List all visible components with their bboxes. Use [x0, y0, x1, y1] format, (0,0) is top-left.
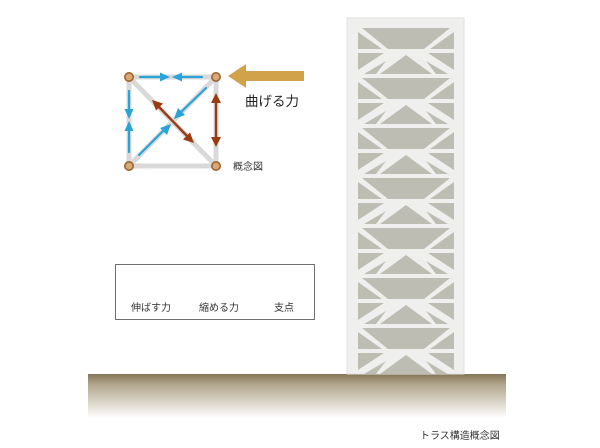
tower-panel	[430, 282, 454, 299]
legend-tension-label: 伸ばす力	[131, 303, 171, 314]
tower-panel	[362, 228, 450, 249]
tower-panel	[358, 53, 384, 70]
bending-force-arrow	[228, 64, 304, 88]
legend-support-label: 支点	[274, 303, 294, 314]
tower-panel	[380, 105, 432, 124]
tower-panel	[358, 253, 384, 270]
compression-arrow-left-head-bottom	[124, 121, 134, 131]
tower-panel	[364, 61, 386, 74]
tower-panel	[428, 153, 454, 170]
tower-panel	[426, 161, 448, 174]
tower-panel	[358, 232, 382, 249]
tension-arrow-diag-head-upper	[152, 100, 163, 111]
tower-panel	[428, 353, 454, 370]
legend-box	[115, 264, 315, 320]
tower-panel	[364, 311, 386, 324]
tower-truss-bands	[358, 28, 454, 374]
tower-panel	[430, 32, 454, 49]
support-point-bottom-right	[211, 161, 222, 172]
tower-panel	[430, 132, 454, 149]
tower-panel	[364, 261, 386, 274]
tower-panel	[358, 303, 384, 320]
tower-panel	[358, 282, 382, 299]
tower-panel	[358, 332, 382, 349]
legend-compression-label: 縮める力	[199, 303, 239, 314]
tower-panel	[430, 332, 454, 349]
concept-label-small: 概念図	[233, 162, 263, 173]
tower-panel	[358, 353, 384, 370]
diagram-caption: トラス構造概念図	[420, 431, 500, 442]
tower-panel	[426, 111, 448, 124]
tower-panel	[426, 361, 448, 374]
tower-panel	[380, 155, 432, 174]
tower-panel	[380, 305, 432, 324]
tower-panel	[358, 203, 384, 220]
tower-panel	[428, 253, 454, 270]
support-point-bottom-left	[124, 161, 135, 172]
tower-panel	[380, 255, 432, 274]
tower-panel	[362, 128, 450, 149]
tower-panel	[364, 161, 386, 174]
tower-panel	[364, 211, 386, 224]
compression-arrow-diag-shaft-upper	[178, 86, 208, 115]
tower-panel	[380, 205, 432, 224]
compression-arrow-diag-head-lower	[160, 124, 171, 135]
tension-arrow-right-head-bottom	[211, 137, 221, 147]
tower-panel	[362, 78, 450, 99]
tower-panel	[358, 32, 382, 49]
tower-panel	[358, 182, 382, 199]
compression-arrow-left-head-top	[124, 109, 134, 119]
tower-panel	[364, 361, 386, 374]
tower-panel	[364, 111, 386, 124]
tension-arrow-right-head-top	[211, 93, 221, 103]
compression-arrow-diag-shaft-lower	[137, 128, 166, 157]
tower-panel	[358, 103, 384, 120]
tower-panel	[362, 178, 450, 199]
tower-panel	[358, 132, 382, 149]
compression-arrow-diag-head-upper	[174, 108, 185, 119]
tower-panel	[428, 53, 454, 70]
ground	[88, 374, 506, 418]
support-point-top-right	[211, 72, 222, 83]
tower-panel	[430, 232, 454, 249]
tower-panel	[426, 61, 448, 74]
tower-panel	[380, 355, 432, 374]
tower-panel	[426, 311, 448, 324]
tower-panel	[362, 28, 450, 49]
tower-panel	[430, 182, 454, 199]
tower-panel	[428, 303, 454, 320]
tension-arrow-diag-head-lower	[183, 132, 194, 143]
tower-panel	[428, 103, 454, 120]
support-point-top-left	[124, 72, 135, 83]
tower-panel	[362, 328, 450, 349]
tower-panel	[426, 211, 448, 224]
tower-panel	[380, 55, 432, 74]
tower-panel	[362, 278, 450, 299]
bending-force-label: 曲げる力	[245, 94, 299, 110]
compression-arrow-top-head-right	[172, 72, 182, 82]
concept-truss	[124, 72, 222, 172]
truss-tower	[346, 17, 465, 375]
tower-panel	[358, 153, 384, 170]
compression-arrow-top-head-left	[160, 72, 170, 82]
tower-panel	[428, 203, 454, 220]
tower-panel	[426, 261, 448, 274]
tower-panel	[358, 82, 382, 99]
tension-arrow-diag-shaft	[156, 104, 190, 139]
tower-panel	[430, 82, 454, 99]
